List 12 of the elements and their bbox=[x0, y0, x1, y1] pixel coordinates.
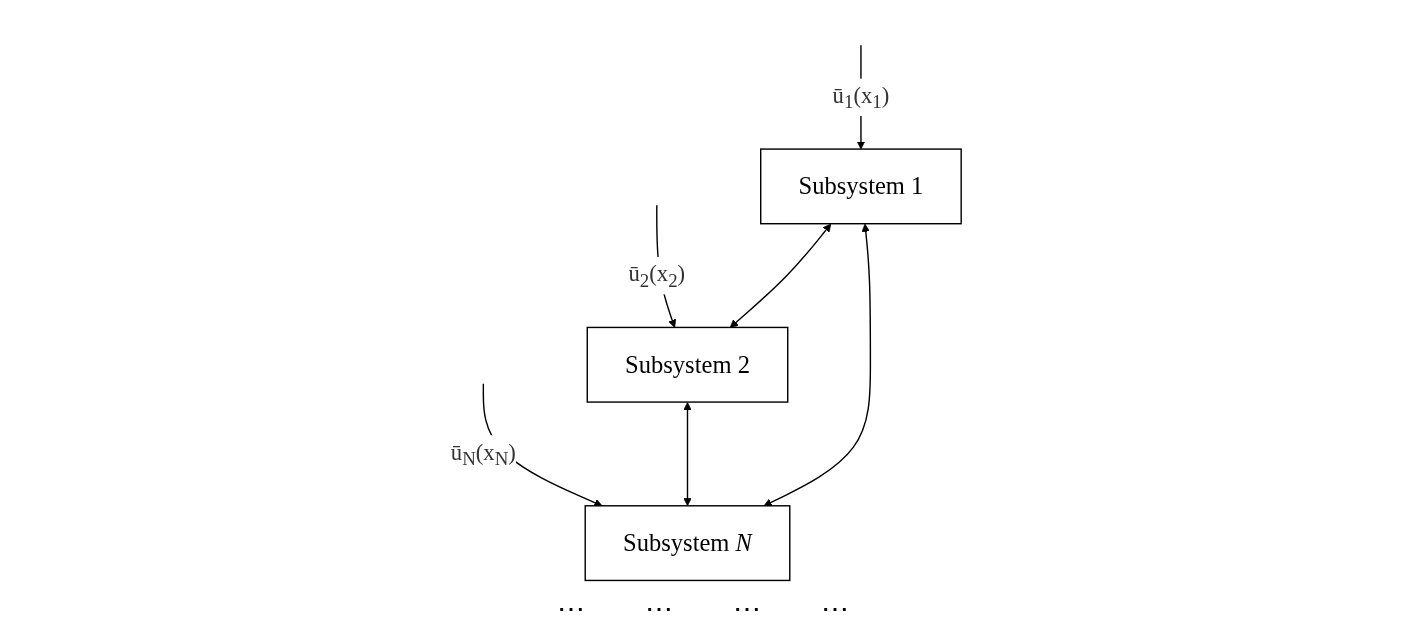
arrow bbox=[682, 402, 692, 507]
arrow bbox=[729, 223, 831, 328]
edge-label: ū$_{N}$(x$_{N}$) bbox=[450, 439, 516, 469]
edge-label: ū$_{2}$(x$_{2}$) bbox=[628, 261, 685, 291]
ellipsis-text: ⋯ bbox=[733, 592, 761, 625]
ellipsis-text: ⋯ bbox=[557, 592, 585, 625]
edge-label: ū$_{1}$(x$_{1}$) bbox=[832, 83, 889, 113]
ellipsis-text: ⋯ bbox=[821, 592, 849, 625]
node-box: Subsystem 1 bbox=[759, 148, 962, 225]
arrow bbox=[763, 223, 871, 507]
node-box: Subsystem 2 bbox=[586, 326, 789, 403]
ellipsis-text: ⋯ bbox=[645, 592, 673, 625]
